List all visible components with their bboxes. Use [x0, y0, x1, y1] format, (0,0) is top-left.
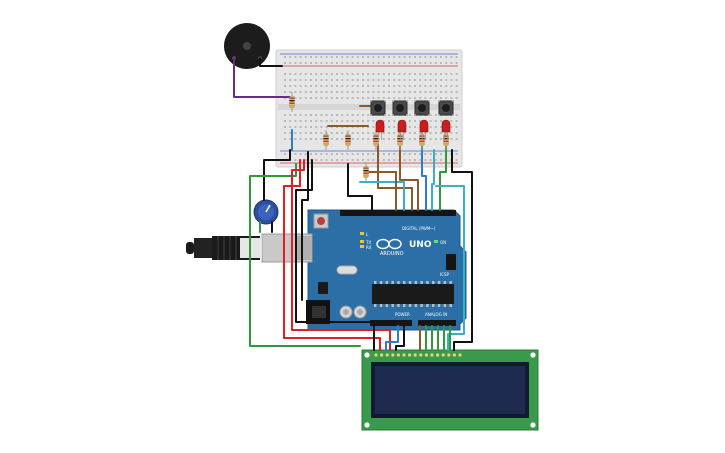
- lcd-pin: [391, 353, 395, 357]
- red-led: [419, 119, 429, 140]
- potentiometer: [253, 199, 279, 225]
- lcd-pin: [408, 353, 412, 357]
- red-led: [375, 119, 385, 140]
- lcd-pin: [447, 353, 451, 357]
- lcd-pin: [441, 353, 445, 357]
- resistor: [323, 130, 329, 150]
- resistor: [289, 92, 295, 112]
- lcd-pin: [424, 353, 428, 357]
- leds: [375, 119, 451, 140]
- digital-header-label: DIGITAL (PWM~): [402, 226, 436, 231]
- l-label: L: [366, 232, 369, 237]
- red-led: [441, 119, 451, 140]
- lcd-pin: [458, 353, 462, 357]
- icsp-label: ICSP: [440, 272, 450, 277]
- wires: [233, 57, 473, 351]
- push-button: [414, 100, 430, 116]
- analog-header-label: ANALOG IN: [425, 312, 447, 317]
- lcd-pin: [402, 353, 406, 357]
- lcd-pin: [452, 353, 456, 357]
- lcd-pin: [419, 353, 423, 357]
- lcd-pin: [436, 353, 440, 357]
- rx-label: RX: [366, 245, 372, 250]
- resistor: [363, 162, 369, 182]
- lcd-pin: [430, 353, 434, 357]
- power-header: [370, 320, 412, 326]
- push-button: [370, 100, 386, 116]
- resistor: [397, 130, 403, 150]
- arduino-model-label: UNO: [409, 240, 432, 250]
- barrel-plug-cable: [186, 236, 262, 260]
- atmega-chip: [372, 284, 454, 304]
- power-header-label: POWER: [395, 312, 410, 317]
- push-button: [392, 100, 408, 116]
- tx-label: TX: [365, 240, 371, 245]
- lcd-pin: [413, 353, 417, 357]
- lcd-pin: [374, 353, 378, 357]
- resistor: [419, 130, 425, 150]
- lcd-pin: [396, 353, 400, 357]
- push-buttons: [370, 100, 454, 116]
- lcd-pin: [385, 353, 389, 357]
- digital-header: [340, 210, 456, 216]
- red-led: [397, 119, 407, 140]
- analog-header: [418, 320, 456, 326]
- lcd-pin: [380, 353, 384, 357]
- lcd-16x2: [361, 349, 539, 431]
- arduino-uno-board: ARDUINO UNO DIGITAL (PWM~) POWER ANALOG …: [261, 209, 467, 331]
- on-label: ON: [440, 240, 446, 245]
- breadboard: [275, 49, 463, 168]
- arduino-logo-text: ARDUINO: [380, 251, 404, 257]
- piezo-buzzer: [224, 23, 270, 69]
- resistor: [345, 130, 351, 150]
- arduino-logo: ARDUINO UNO: [376, 238, 432, 257]
- push-button: [438, 100, 454, 116]
